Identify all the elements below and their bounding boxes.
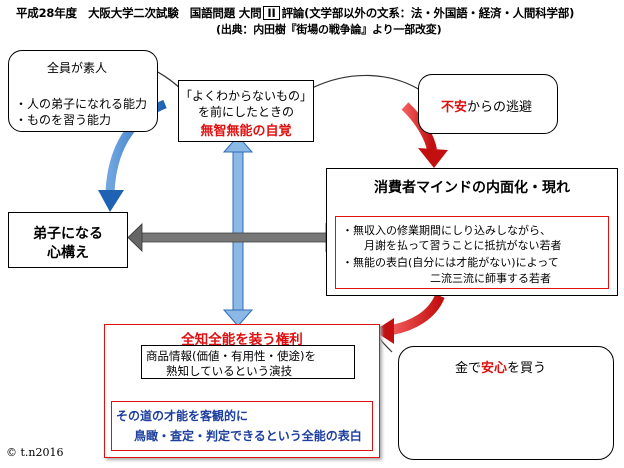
disciple-line2: 心構え — [47, 245, 89, 261]
consumer-item2-line1: ・無能の表白(自分には才能がない)によって — [342, 256, 559, 269]
amateur-line2: ・ものを習う能力 — [15, 113, 112, 127]
escape-text: 不安からの逃避 — [441, 96, 532, 115]
disciple-box: 弟子になる 心構え — [8, 212, 128, 268]
amateur-line1: ・人の弟子になれる能力 — [15, 97, 148, 111]
callout-money: 金で安心を買う — [398, 346, 614, 460]
header-line2: (出典：内田樹『街場の戦争論』より一部改変) — [216, 23, 442, 36]
copyright: © t.n2016 — [6, 446, 64, 459]
callout-escape: 不安からの逃避 — [418, 74, 558, 134]
center-line1: 「よくわからないもの」 — [179, 89, 312, 103]
omni-inner2-line2: 鳥瞰・査定・判定できるという全能の表白 — [134, 429, 362, 443]
escape-rest: からの逃避 — [467, 100, 533, 115]
horizontal-gray-shaft — [139, 232, 329, 243]
header-prefix: 平成28年度 大阪大学二次試験 国語問題 大問 — [16, 6, 262, 20]
red-curved-arrow-bottom-head — [374, 318, 394, 344]
omni-inner1-line2: 熟知しているという演技 — [166, 364, 293, 378]
header-suffix: 評論(文学部以外の文系：法・外国語・経済・人間科学部) — [281, 6, 575, 20]
section-number: II — [263, 6, 280, 20]
red-curved-arrow-top-head — [418, 148, 448, 168]
amateur-title: 全員が素人 — [47, 61, 108, 75]
center-line2: を前にしたときの — [197, 105, 294, 119]
money-suffix: を買う — [507, 361, 547, 376]
consumer-mind-box: 消費者マインドの内面化・現れ ・無収入の修業期間にしり込みしながら、 月謝を払っ… — [326, 168, 618, 296]
red-curved-arrow-bottom — [390, 293, 445, 335]
center-box-ignorance: 「よくわからないもの」 を前にしたときの 無智無能の自覚 — [178, 80, 314, 142]
escape-red: 不安 — [441, 100, 468, 115]
horizontal-gray-head-left — [127, 223, 143, 252]
consumer-item1-line1: ・無収入の修業期間にしり込みしながら、 — [342, 224, 551, 237]
money-text: 金で安心を買う — [455, 357, 546, 376]
consumer-item2-line2: 二流三流に師事する若者 — [430, 272, 551, 285]
callout-amateur: 全員が素人 ・人の弟子になれる能力 ・ものを習う能力 — [8, 50, 158, 132]
disciple-line1: 弟子になる — [33, 226, 103, 242]
vertical-blue-head-up — [222, 135, 254, 153]
blue-curved-arrow-head — [98, 190, 124, 212]
center-line3: 無智無能の自覚 — [200, 124, 292, 139]
omnipotence-box: 全知全能を装う権利 商品情報(価値・有用性・使途)を 熟知しているという演技 そ… — [104, 324, 380, 458]
vertical-blue-head-down — [222, 309, 254, 327]
vertical-blue-shaft — [232, 149, 244, 313]
omni-title: 全知全能を装う権利 — [181, 332, 303, 348]
consumer-inner-box: ・無収入の修業期間にしり込みしながら、 月謝を払って習うことに抵抗がない若者 ・… — [335, 216, 609, 289]
curve-center-to-escape — [311, 74, 421, 91]
omni-inner2-line1: その道の才能を客観的に — [116, 409, 249, 423]
consumer-title: 消費者マインドの内面化・現れ — [374, 180, 570, 196]
money-red: 安心 — [481, 361, 508, 376]
omni-inner-box-1: 商品情報(価値・有用性・使途)を 熟知しているという演技 — [141, 345, 355, 379]
money-prefix: 金で — [455, 361, 482, 376]
omni-inner-box-2: その道の才能を客観的に 鳥瞰・査定・判定できるという全能の表白 — [111, 401, 373, 451]
omni-inner1-line1: 商品情報(価値・有用性・使途)を — [146, 349, 316, 363]
consumer-item1-line2: 月謝を払って習うことに抵抗がない若者 — [364, 239, 562, 252]
